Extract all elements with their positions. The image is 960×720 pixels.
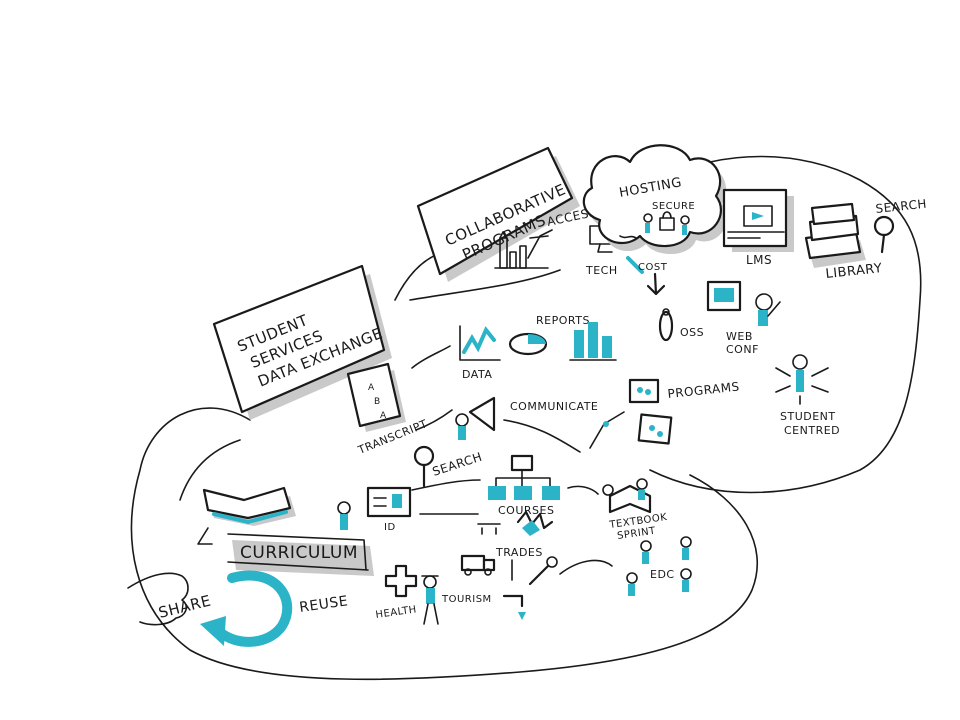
tourism-label: TOURISM [441, 594, 492, 605]
secure-label: SECURE [652, 201, 695, 212]
hand-icon [127, 572, 189, 626]
person-icon [658, 308, 674, 342]
curriculum-banner: CURRICULUM [227, 533, 374, 576]
magnifier-icon [413, 445, 435, 488]
truck-icon [460, 554, 496, 576]
id-label: ID [384, 522, 396, 533]
megaphone-icon [455, 396, 496, 440]
student-services-sign: STUDENT SERVICES DATA EXCHANGE [212, 264, 392, 420]
books-icon [804, 202, 866, 268]
oss-label: OSS [680, 326, 704, 339]
search-mid-label: SEARCH [431, 450, 484, 479]
person-icon [643, 213, 653, 233]
tech-label: TECH [585, 264, 618, 277]
person-icon [421, 575, 439, 625]
person-icon [680, 215, 690, 235]
communicate-label: COMMUNICATE [510, 400, 598, 413]
left-region-outline [130, 407, 758, 681]
web-conf-label: WEB CONF [726, 330, 759, 356]
textbook-sprint-label: TEXTBOOK SPRINT [608, 511, 673, 543]
open-book-icon [202, 486, 296, 526]
reuse-label: REUSE [298, 593, 349, 616]
growth-chart-icon [494, 229, 553, 269]
right-region-outline [649, 155, 922, 494]
svg-text:A: A [380, 411, 387, 421]
cost-label: COST [638, 262, 668, 273]
textbook-sprint-icon [602, 478, 652, 514]
programs-label: PROGRAMS [667, 379, 740, 400]
presenter-icon [706, 280, 781, 326]
cloud-icon [582, 144, 727, 255]
person-icon [337, 501, 351, 530]
data-label: DATA [462, 368, 492, 381]
courses-label: COURSES [498, 504, 554, 517]
reports-label: REPORTS [536, 314, 590, 327]
id-card-icon [366, 486, 412, 518]
cylinder-chart-icon [569, 322, 617, 361]
edc-people-icon [626, 536, 692, 596]
share-label: SHARE [157, 591, 213, 621]
faucet-icon [502, 594, 526, 620]
recycle-arrow-icon [200, 570, 293, 647]
library-label: LIBRARY [825, 261, 883, 282]
svg-text:A: A [368, 383, 375, 393]
pie-chart-icon [508, 332, 548, 356]
lock-icon [659, 211, 675, 231]
student-centred-label: STUDENT CENTRED [780, 410, 840, 437]
magnifier-icon [873, 215, 895, 254]
trades-label: TRADES [495, 546, 543, 559]
wrench-icon [528, 556, 558, 586]
trades-cluster [477, 510, 554, 536]
student-centred-icon [775, 354, 829, 405]
curriculum-label: CURRICULUM [240, 543, 358, 563]
bar-chart-icon [459, 325, 501, 361]
svg-text:B: B [374, 397, 381, 407]
main-region-outline [409, 269, 561, 301]
edc-label: EDC [650, 568, 675, 581]
lms-label: LMS [746, 253, 772, 267]
transcript-icon: A B A [346, 362, 406, 432]
health-cross-icon [384, 564, 418, 598]
lms-window-icon [722, 188, 794, 252]
programs-icon [628, 378, 673, 445]
health-label: HEALTH [375, 604, 418, 621]
search-top-label: SEARCH [875, 197, 928, 216]
hierarchy-icon [488, 454, 560, 500]
inner-arc [179, 439, 241, 501]
